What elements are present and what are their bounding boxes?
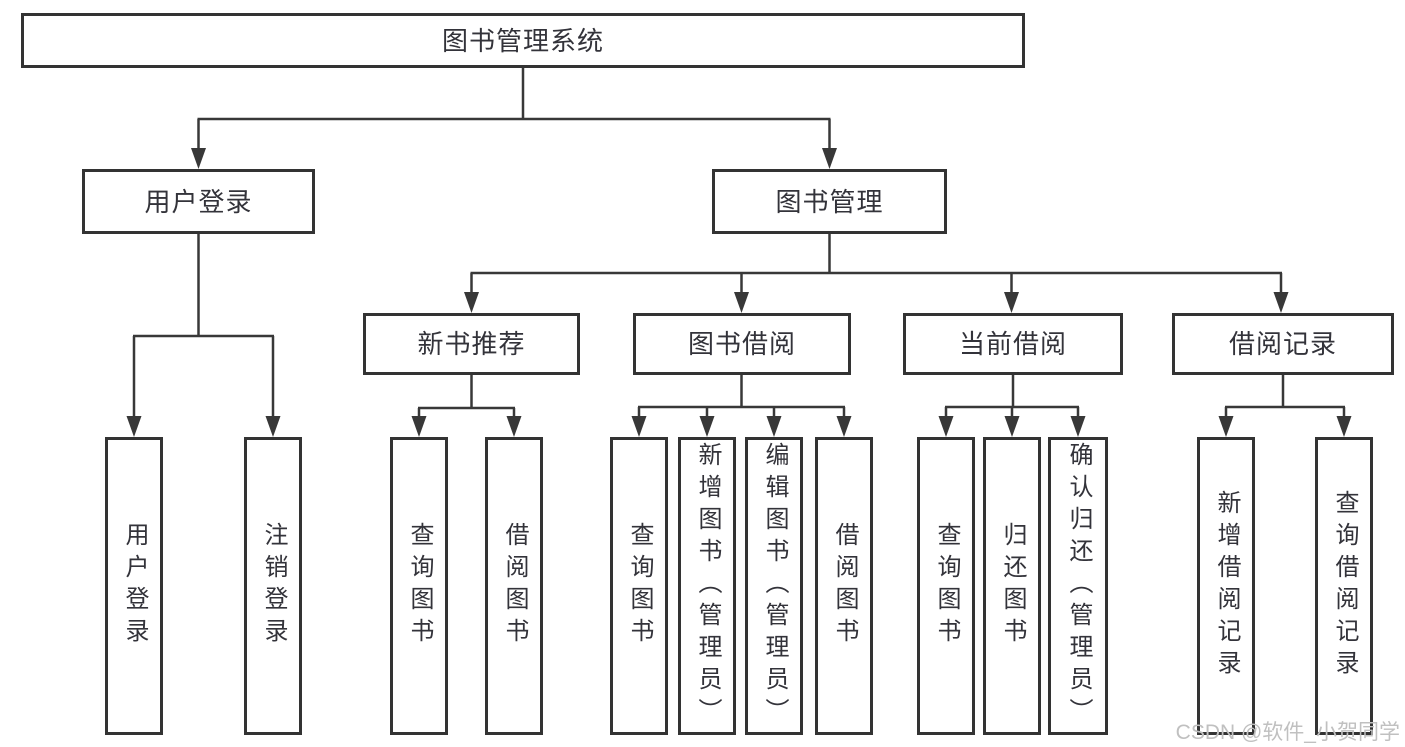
node-book-management: 图书管理 bbox=[712, 169, 947, 234]
leaf-return-books: 归还图书 bbox=[983, 437, 1041, 735]
node-root-system: 图书管理系统 bbox=[21, 13, 1025, 68]
node-book-borrow-label: 图书借阅 bbox=[687, 329, 796, 359]
node-borrow-records: 借阅记录 bbox=[1172, 313, 1394, 375]
node-book-management-label: 图书管理 bbox=[775, 186, 884, 217]
node-book-borrow: 图书借阅 bbox=[633, 313, 851, 375]
arrowhead-icons bbox=[126, 148, 1352, 437]
csdn-watermark: CSDN @软件_小贺同学 bbox=[1175, 721, 1400, 744]
leaf-add-books-admin-label: 新增图书（管理员） bbox=[694, 442, 721, 730]
node-current-borrow-label: 当前借阅 bbox=[958, 329, 1067, 359]
leaf-user-login: 用户登录 bbox=[105, 437, 163, 735]
leaf-borrow-books: 借阅图书 bbox=[815, 437, 873, 735]
leaf-logout: 注销登录 bbox=[244, 437, 302, 735]
leaf-user-login-label: 用户登录 bbox=[121, 522, 148, 650]
leaf-return-books-label: 归还图书 bbox=[999, 522, 1026, 650]
leaf-confirm-return-admin: 确认归还（管理员） bbox=[1048, 437, 1108, 735]
leaf-logout-label: 注销登录 bbox=[260, 522, 287, 650]
node-user-login-label: 用户登录 bbox=[144, 186, 253, 217]
leaf-confirm-return-admin-label: 确认归还（管理员） bbox=[1065, 442, 1092, 730]
leaf-recommend-query-books-label: 查询图书 bbox=[406, 522, 433, 650]
leaf-add-borrow-record: 新增借阅记录 bbox=[1197, 437, 1255, 735]
node-user-login: 用户登录 bbox=[82, 169, 315, 234]
leaf-add-books-admin: 新增图书（管理员） bbox=[678, 437, 736, 735]
node-current-borrow: 当前借阅 bbox=[903, 313, 1123, 375]
leaf-borrow-query-books: 查询图书 bbox=[610, 437, 668, 735]
leaf-recommend-borrow-books: 借阅图书 bbox=[485, 437, 543, 735]
leaf-edit-books-admin-label: 编辑图书（管理员） bbox=[761, 442, 788, 730]
node-new-book-recommend: 新书推荐 bbox=[363, 313, 580, 375]
leaf-current-query-books: 查询图书 bbox=[917, 437, 975, 735]
leaf-query-borrow-record: 查询借阅记录 bbox=[1315, 437, 1373, 735]
node-borrow-records-label: 借阅记录 bbox=[1228, 329, 1337, 359]
leaf-add-borrow-record-label: 新增借阅记录 bbox=[1213, 490, 1240, 682]
leaf-recommend-query-books: 查询图书 bbox=[390, 437, 448, 735]
leaf-borrow-books-label: 借阅图书 bbox=[831, 522, 858, 650]
leaf-current-query-books-label: 查询图书 bbox=[933, 522, 960, 650]
node-root-label: 图书管理系统 bbox=[441, 25, 604, 56]
leaf-query-borrow-record-label: 查询借阅记录 bbox=[1331, 490, 1358, 682]
leaf-edit-books-admin: 编辑图书（管理员） bbox=[745, 437, 803, 735]
node-new-book-recommend-label: 新书推荐 bbox=[417, 329, 526, 359]
leaf-borrow-query-books-label: 查询图书 bbox=[626, 522, 653, 650]
leaf-recommend-borrow-books-label: 借阅图书 bbox=[501, 522, 528, 650]
